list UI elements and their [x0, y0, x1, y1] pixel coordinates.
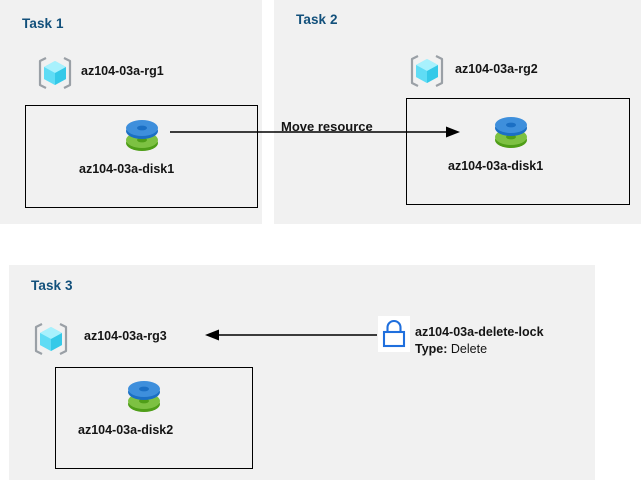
panel-title-task-1: Task 1: [22, 16, 64, 31]
resource-group-icon: [32, 320, 70, 363]
lock-type-value: Delete: [450, 342, 488, 356]
resource-group-label: az104-03a-rg3: [84, 329, 167, 343]
resource-group-icon: [36, 54, 74, 97]
panel-title-task-3: Task 3: [31, 278, 73, 293]
panel-task-2: [274, 0, 641, 224]
lock-type-key: Type:: [415, 342, 448, 356]
resource-group-label: az104-03a-rg2: [455, 62, 538, 76]
resource-group-boundary-task-1: [25, 105, 258, 208]
disk-label: az104-03a-disk1: [448, 159, 544, 173]
managed-disk-icon: [122, 374, 166, 423]
managed-disk-icon: [120, 113, 164, 162]
arrow-delete-lock: [205, 329, 377, 341]
resource-group-boundary-task-3: [55, 367, 253, 469]
resource-group-label: az104-03a-rg1: [81, 64, 164, 78]
resource-group-boundary-task-2: [406, 98, 630, 205]
panel-task-1: [0, 0, 262, 224]
panel-title-task-2: Task 2: [296, 12, 338, 27]
disk-label: az104-03a-disk1: [79, 162, 175, 176]
disk-label: az104-03a-disk2: [78, 423, 174, 437]
resource-group-icon: [408, 52, 446, 95]
lock-icon: [378, 316, 410, 357]
lock-type-row: Type: Delete: [415, 342, 487, 356]
arrow-move-resource: [170, 126, 460, 138]
panel-task-3: [9, 265, 595, 480]
managed-disk-icon: [489, 110, 533, 159]
connector-label-move-resource: Move resource: [281, 119, 373, 134]
lock-name-label: az104-03a-delete-lock: [415, 325, 544, 339]
